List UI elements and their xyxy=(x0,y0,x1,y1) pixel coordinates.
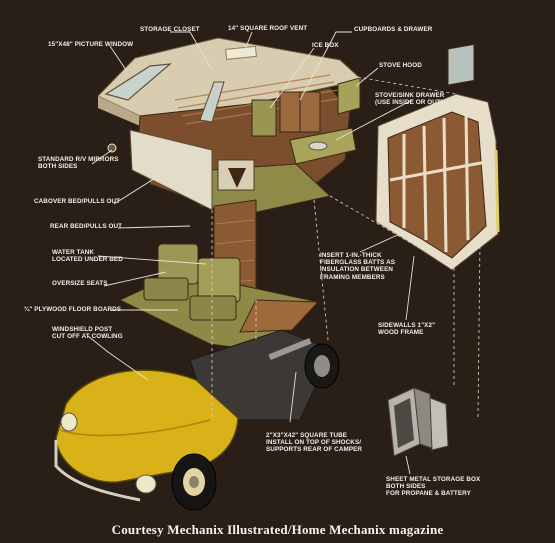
oversize-seat-right xyxy=(197,257,241,303)
label-plywood-floor: ¾" PLYWOOD FLOOR BOARDS xyxy=(24,306,122,313)
picture-window xyxy=(104,63,172,101)
label-oversize-seats: OVERSIZE SEATS xyxy=(52,280,108,287)
chassis xyxy=(189,329,340,421)
label-picture-window: 15"X48" PICTURE WINDOW xyxy=(48,41,134,48)
roof-vent xyxy=(225,45,257,60)
label-stove-sink-drawer: STOVE/SINK DRAWER(USE INSIDE OR OUT) xyxy=(375,92,445,107)
camper-shell xyxy=(97,37,364,307)
sheet-metal-storage-box xyxy=(387,387,449,457)
stove-hood xyxy=(337,77,361,115)
exploded-guide-lines xyxy=(211,73,481,420)
image-caption: Courtesy Mechanix Illustrated/Home Mecha… xyxy=(111,522,444,537)
seats-and-floor xyxy=(118,243,320,351)
square-tube xyxy=(268,337,312,361)
beetle-headlight-right xyxy=(135,474,157,494)
beetle-front xyxy=(54,369,239,511)
label-storage-closet: STORAGE CLOSET xyxy=(140,26,200,33)
sidewall-window xyxy=(447,43,475,86)
label-cabover-bed: CABOVER BED/PULLS OUT xyxy=(34,198,121,205)
rv-mirror xyxy=(107,143,117,153)
label-cupboards: CUPBOARDS & DRAWER xyxy=(354,26,433,33)
label-roof-vent: 14" SQUARE ROOF VENT xyxy=(228,25,308,32)
label-stove-hood: STOVE HOOD xyxy=(379,62,422,69)
label-rear-bed: REAR BED/PULLS OUT xyxy=(50,223,123,230)
sidewall-panel xyxy=(375,43,500,271)
beetle-headlight-left xyxy=(60,412,78,432)
leader-lines xyxy=(87,31,415,475)
label-sidewalls: SIDEWALLS 1"X2"WOOD FRAME xyxy=(378,322,436,337)
label-ice-box: ICE BOX xyxy=(312,42,339,49)
